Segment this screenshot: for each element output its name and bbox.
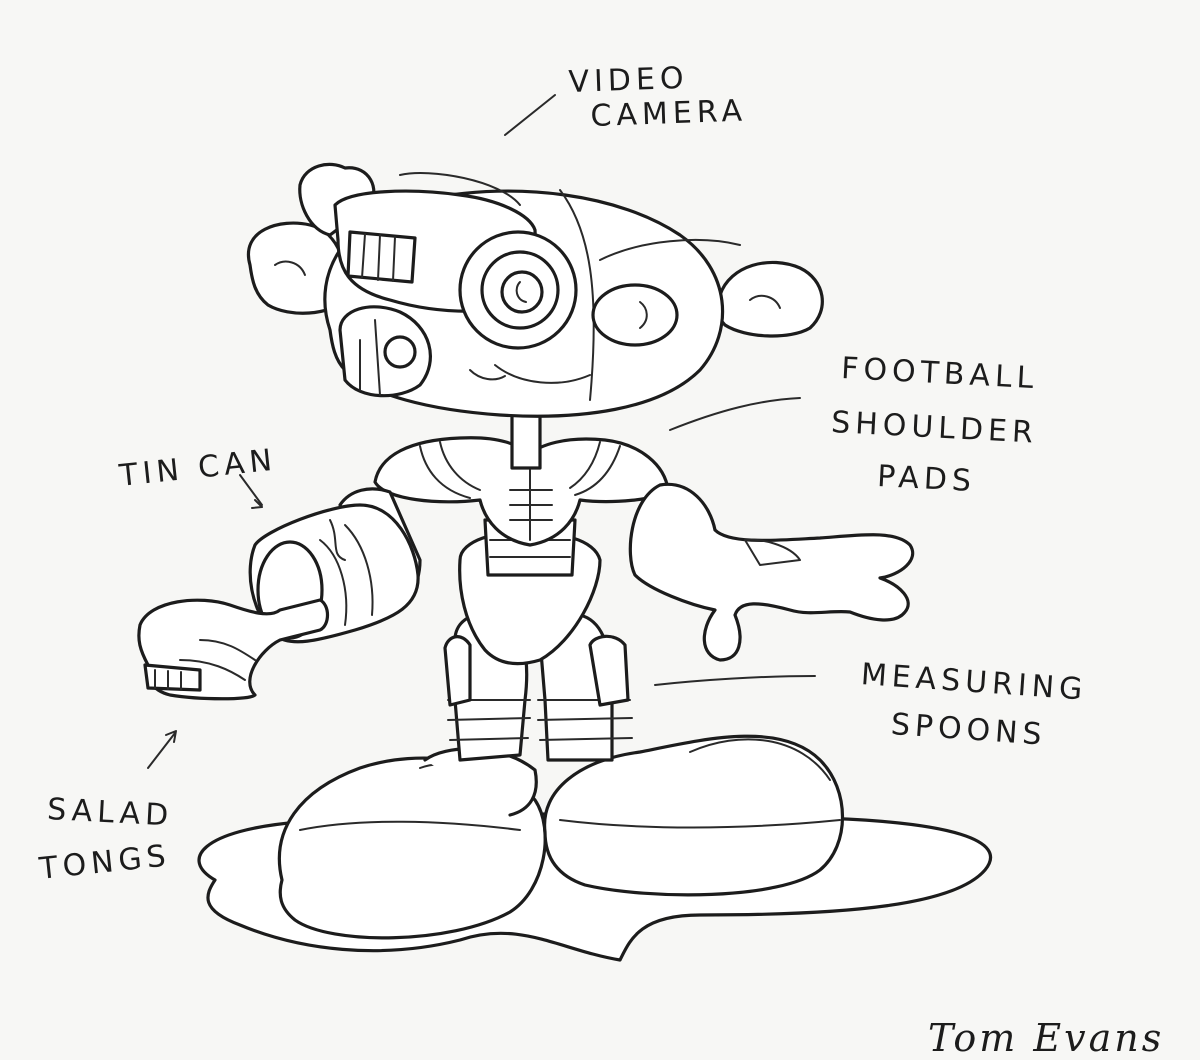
label-video-camera-line1: VIDEO (567, 60, 690, 100)
artist-signature: Tom Evans (928, 1016, 1165, 1060)
helmet-earpiece (338, 305, 432, 398)
right-arm-glove (628, 482, 915, 662)
salad-tongs-hand (137, 598, 330, 701)
neck (510, 410, 542, 470)
label-salad-line1: SALAD (46, 792, 175, 834)
ears (246, 221, 824, 338)
head-seam (559, 189, 595, 401)
label-football-line3: PADS (876, 459, 977, 500)
legs-measuring-spoons (443, 612, 633, 762)
left-shoe (277, 747, 547, 940)
right-shoe (543, 734, 845, 897)
video-camera (298, 162, 578, 350)
label-video-camera-line2: CAMERA (589, 93, 748, 134)
annotation-pointers (147, 94, 816, 769)
face (469, 239, 741, 384)
